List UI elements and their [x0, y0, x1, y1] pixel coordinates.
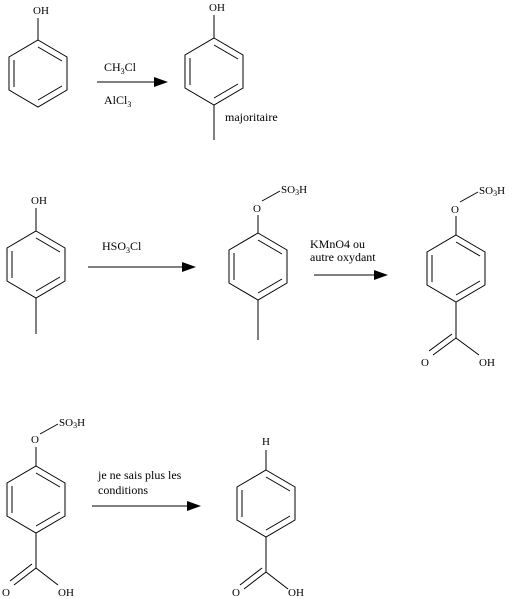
- reagent-oxidant-line2: autre oxydant: [310, 250, 376, 264]
- reaction-arrow-2: HSO3Cl: [88, 239, 196, 272]
- reagent-oxidant-line1: KMnO4 ou: [310, 237, 365, 251]
- hydroxyl-label: OH: [209, 2, 225, 14]
- molecule-benzoic-acid: H O OH: [232, 436, 304, 599]
- reagent-hso3cl: HSO3Cl: [102, 239, 142, 255]
- oxygen-label: O: [451, 204, 459, 216]
- hydroxyl-label: OH: [31, 195, 47, 207]
- molecule-phenol: OH: [8, 5, 68, 108]
- hydrogen-label: H: [262, 436, 270, 448]
- molecule-p-cresol: OH majoritaire: [184, 2, 278, 140]
- hydroxyl-label: OH: [288, 587, 304, 599]
- sulfonic-group-label: SO3H: [59, 417, 85, 430]
- oxygen-label: O: [31, 434, 39, 446]
- reagent-ch3cl: CH3Cl: [104, 60, 137, 76]
- hydroxyl-label: OH: [479, 357, 495, 369]
- carbonyl-oxygen-label: O: [421, 357, 429, 369]
- carbonyl-oxygen-label: O: [232, 587, 240, 599]
- reagent-unknown-line1: je ne sais plus les: [97, 468, 182, 482]
- sulfonic-group-label: SO3H: [281, 184, 307, 197]
- molecule-tolyl-hydrogensulfate: O SO3H: [228, 184, 307, 340]
- oxygen-label: O: [253, 203, 261, 215]
- molecule-carboxyphenyl-hydrogensulfate-2: O SO3H O OH: [2, 417, 85, 599]
- molecule-carboxyphenyl-hydrogensulfate: O SO3H O OH: [421, 185, 505, 369]
- reaction-arrow-4: je ne sais plus les conditions: [92, 468, 201, 511]
- molecule-p-cresol-2: OH: [6, 195, 66, 334]
- majoritaire-label: majoritaire: [225, 110, 278, 124]
- reaction-arrow-3: KMnO4 ou autre oxydant: [310, 237, 388, 280]
- hydroxyl-label: OH: [58, 587, 74, 599]
- carbonyl-oxygen-label: O: [2, 587, 10, 599]
- reagent-unknown-line2: conditions: [98, 483, 148, 497]
- hydroxyl-label: OH: [33, 5, 49, 17]
- reaction-arrow-1: CH3Cl AlCl3: [97, 60, 168, 109]
- sulfonic-group-label: SO3H: [479, 185, 505, 198]
- reagent-alcl3: AlCl3: [104, 93, 131, 109]
